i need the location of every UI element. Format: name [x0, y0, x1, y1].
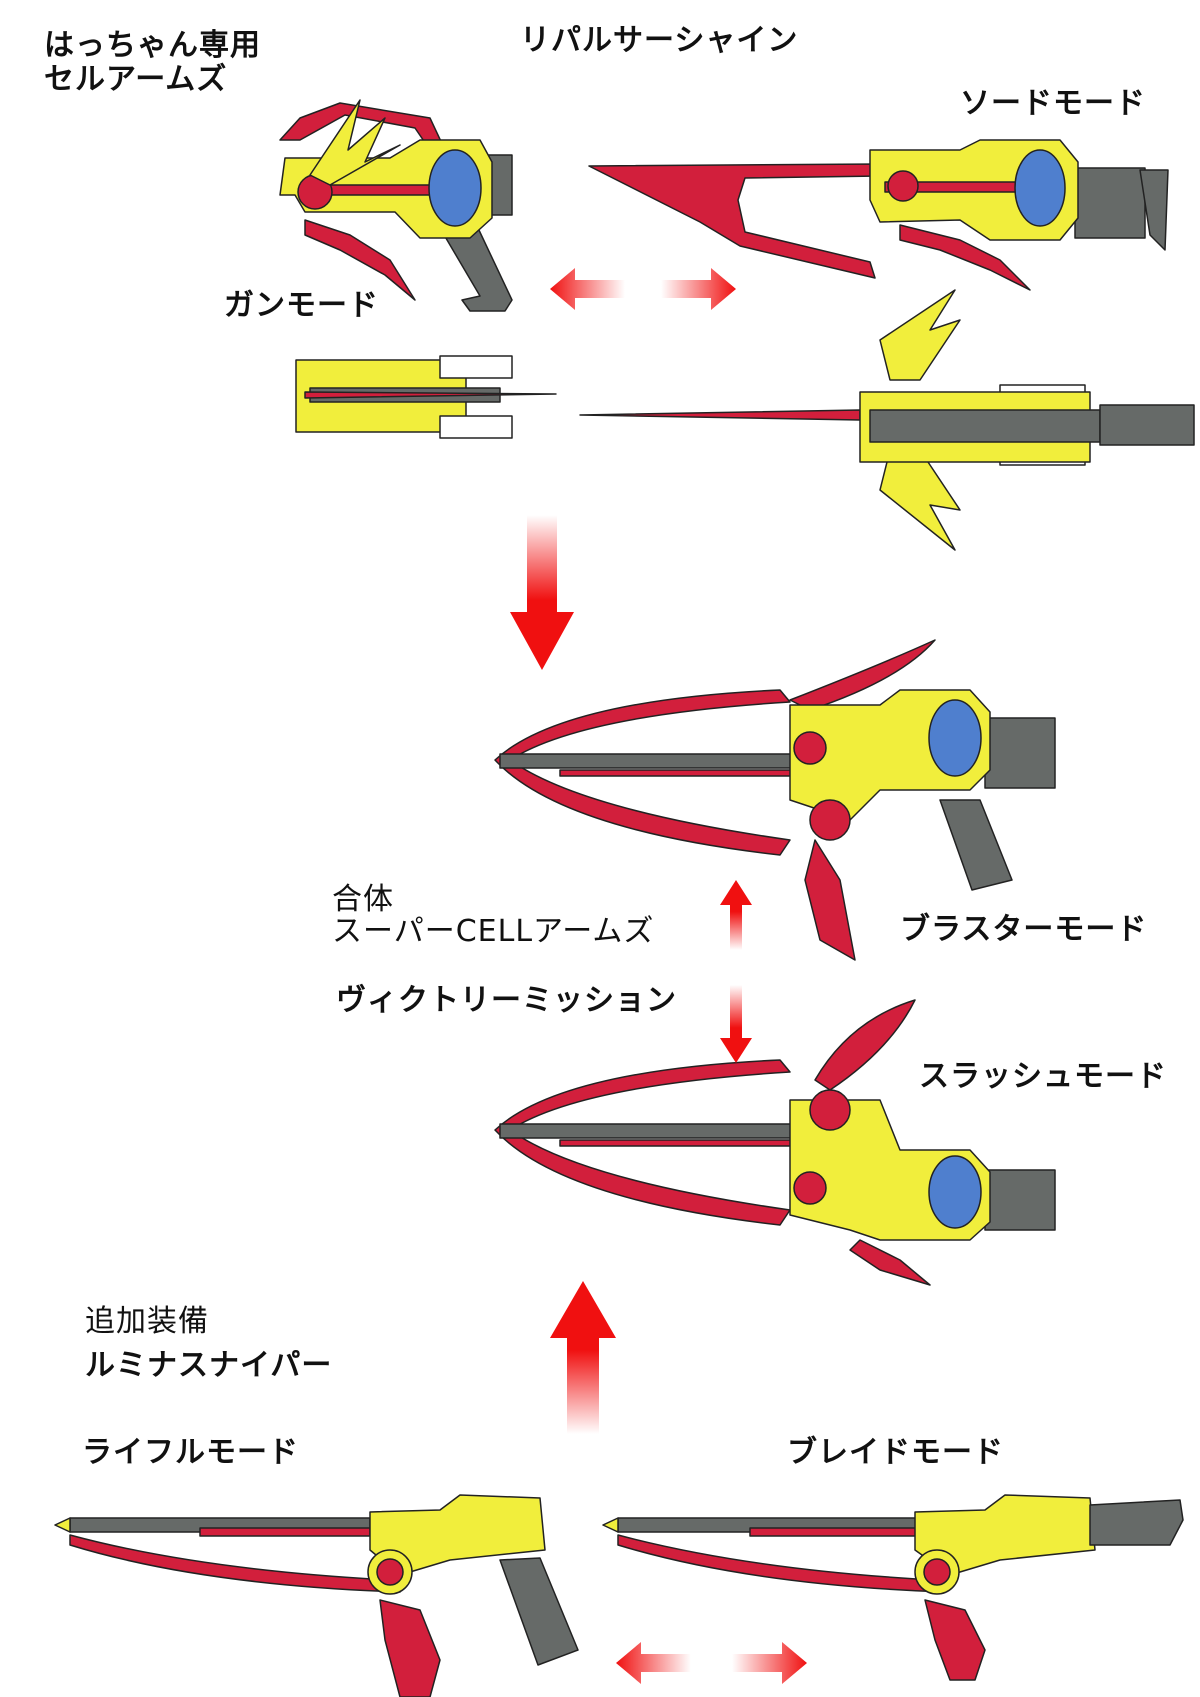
sword-mode-illustration [588, 139, 1169, 291]
gray-rod [499, 753, 801, 769]
gray-rod [499, 1123, 801, 1139]
slash-mode-label: スラッシュモード [919, 1059, 1167, 1094]
red-rod [559, 1139, 801, 1147]
blue-medallion [1014, 149, 1066, 227]
gun-mode-illustration [279, 99, 513, 312]
arrow-down-icon [510, 515, 574, 670]
gun-mode-label: ガンモード [224, 288, 379, 323]
extra-line1: 追加装備 [85, 1304, 209, 1339]
red-spike [304, 391, 557, 399]
yellow-tip [602, 1517, 619, 1533]
red-rod [559, 769, 801, 777]
blue-medallion [928, 1155, 982, 1229]
red-gem [793, 731, 827, 765]
yellow-feathers-bottom [879, 449, 961, 551]
yellow-feathers [309, 99, 401, 186]
weapon1-name: リパルサーシャイン [520, 23, 799, 58]
red-bar [324, 184, 436, 196]
combined-line1: 合体 [332, 882, 394, 917]
blade-mode-label: ブレイドモード [787, 1435, 1004, 1470]
red-gem [376, 1558, 404, 1586]
gray-grip [939, 799, 1013, 891]
red-lower-fin [924, 1599, 986, 1681]
gray-handle [1074, 167, 1146, 239]
blaster-mode-label: ブラスターモード [900, 912, 1148, 947]
red-lower-fin [849, 1239, 931, 1286]
arrow-left-icon [550, 268, 625, 310]
gray-handle [1089, 1499, 1184, 1546]
red-lower-fin [379, 1599, 441, 1697]
arrow-right-icon [661, 268, 736, 310]
gray-core [869, 409, 1101, 443]
double-arrow-horizontal-top [550, 268, 736, 310]
title-line2: セルアームズ [44, 62, 228, 97]
arrow-down-icon [720, 985, 752, 1063]
gray-handle [1099, 404, 1195, 446]
red-lower-wing [899, 224, 1031, 291]
red-rod [199, 1527, 371, 1537]
red-curve [617, 1534, 946, 1593]
arrow-up-icon [550, 1281, 616, 1434]
red-rod [749, 1527, 921, 1537]
red-blade-spike [579, 409, 861, 421]
combined-line2: スーパーCELLアームズ [332, 914, 655, 949]
yellow-feathers-top [879, 289, 961, 381]
arrow-left-icon [616, 1642, 691, 1684]
red-gem [809, 799, 851, 841]
arrow-up-icon [720, 880, 752, 950]
blade-mode-illustration [602, 1494, 1184, 1681]
rifle-mode-label: ライフルモード [82, 1435, 299, 1470]
blaster-mode-illustration [494, 639, 1056, 961]
arrow-right-icon [732, 1642, 807, 1684]
red-gem [923, 1558, 951, 1586]
double-arrow-horizontal-bottom [616, 1642, 807, 1684]
gun-top-view [295, 355, 557, 439]
slash-mode-illustration [494, 999, 1056, 1286]
gray-handle [984, 717, 1056, 789]
combined-name: ヴィクトリーミッション [336, 983, 677, 1018]
red-lower-fin [804, 839, 856, 961]
sword-mode-label: ソードモード [960, 86, 1146, 121]
double-arrow-vertical [720, 880, 752, 1063]
yellow-tip [54, 1517, 71, 1533]
red-curve [69, 1534, 401, 1593]
red-blade [588, 163, 881, 279]
red-lower-wing [304, 219, 416, 301]
red-upper-fin [789, 639, 936, 711]
red-gem [809, 1089, 851, 1131]
sword-top-view [579, 289, 1195, 551]
white-block [439, 355, 513, 379]
gray-grip [499, 1557, 579, 1666]
gray-pommel [1139, 169, 1169, 251]
blue-medallion [428, 149, 482, 227]
rifle-mode-illustration [54, 1494, 579, 1697]
extra-name: ルミナスナイパー [85, 1348, 333, 1383]
gray-handle [984, 1169, 1056, 1231]
title-line1: はっちゃん専用 [44, 28, 261, 63]
blue-medallion [928, 699, 982, 777]
gray-grip [439, 227, 513, 312]
red-gem [793, 1171, 827, 1205]
red-gem [887, 170, 919, 202]
white-block [439, 415, 513, 439]
red-upper-fin [814, 999, 916, 1091]
